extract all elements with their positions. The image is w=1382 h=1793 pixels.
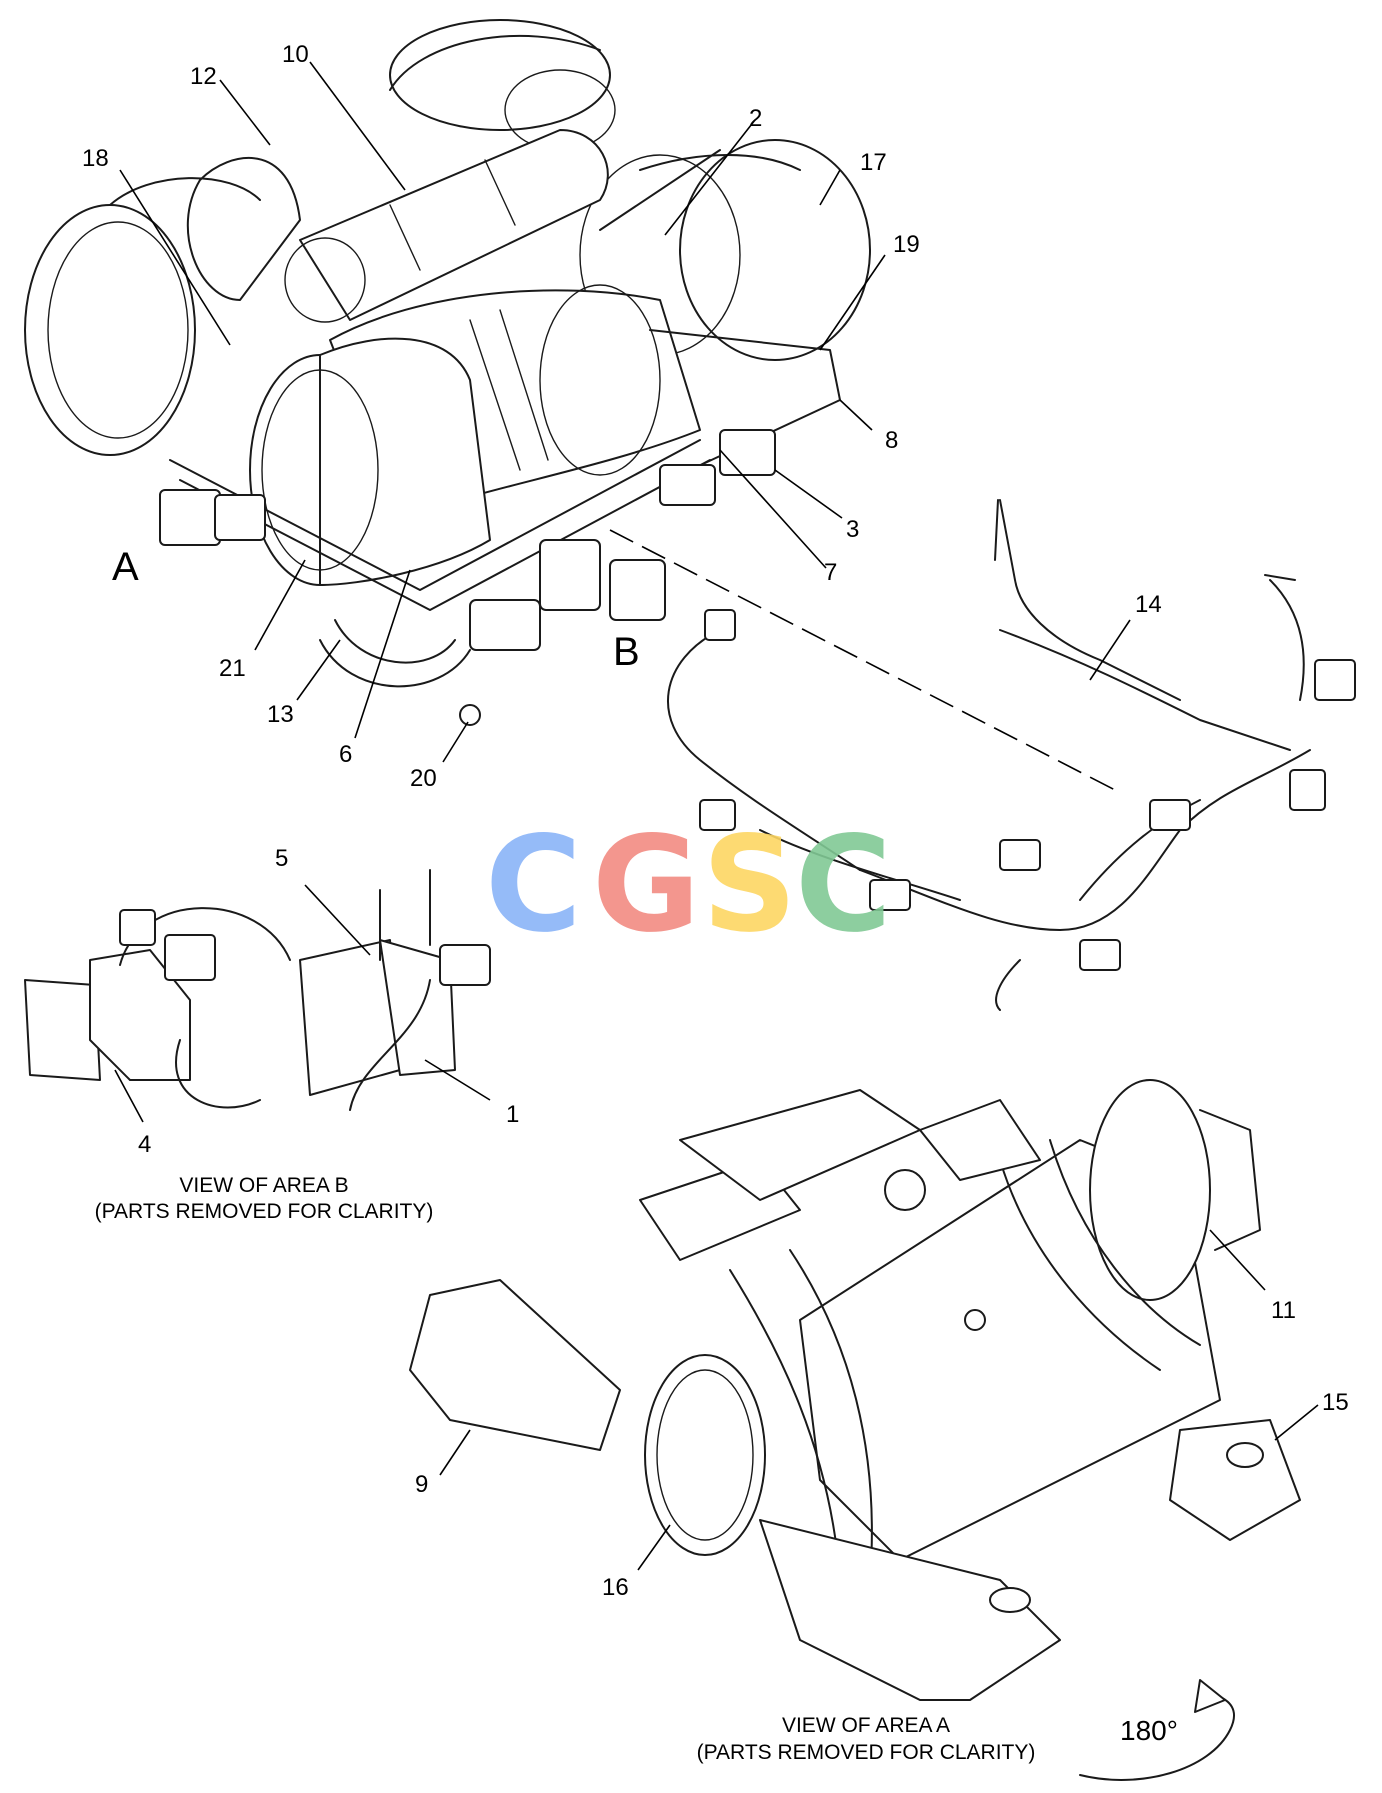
callout-5: 5 <box>275 845 288 872</box>
callout-labels: 12 10 18 2 17 19 8 3 7 14 A B 21 13 6 20… <box>82 41 1349 1601</box>
callout-11: 11 <box>1271 1297 1296 1324</box>
watermark-letter-s: S <box>702 808 797 962</box>
callout-20: 20 <box>410 765 437 792</box>
area-b-marker: B <box>613 630 640 674</box>
watermark: C G S C <box>485 808 892 962</box>
callout-17: 17 <box>860 149 887 176</box>
area-a-caption-line1: VIEW OF AREA A <box>782 1714 950 1737</box>
watermark-letter-c2: C <box>795 808 892 962</box>
wiring-harness-drawing <box>609 499 1356 1011</box>
callout-9: 9 <box>415 1471 428 1498</box>
area-b-detail-drawing <box>24 869 491 1111</box>
callout-16: 16 <box>602 1574 629 1601</box>
watermark-letter-c1: C <box>485 808 582 962</box>
watermark-letter-g: G <box>592 808 700 962</box>
callout-10: 10 <box>282 41 309 68</box>
callout-21: 21 <box>219 655 246 682</box>
callout-2: 2 <box>749 105 762 132</box>
area-b-caption-line2: (PARTS REMOVED FOR CLARITY) <box>95 1200 434 1223</box>
callout-19: 19 <box>893 231 920 258</box>
area-a-detail-drawing <box>409 1079 1301 1781</box>
captions: VIEW OF AREA B (PARTS REMOVED FOR CLARIT… <box>95 1174 1178 1764</box>
callout-13: 13 <box>267 701 294 728</box>
rotation-label: 180° <box>1120 1715 1178 1746</box>
callout-4: 4 <box>138 1131 151 1158</box>
area-a-caption-line2: (PARTS REMOVED FOR CLARITY) <box>697 1741 1036 1764</box>
callout-14: 14 <box>1135 591 1162 618</box>
main-assembly-drawing <box>24 19 871 726</box>
area-a-marker: A <box>112 545 139 589</box>
callout-6: 6 <box>339 741 352 768</box>
area-b-caption-line1: VIEW OF AREA B <box>179 1174 348 1197</box>
callout-1: 1 <box>506 1101 519 1128</box>
callout-12: 12 <box>190 63 217 90</box>
callout-3: 3 <box>846 516 859 543</box>
callout-7: 7 <box>824 559 837 586</box>
callout-18: 18 <box>82 145 109 172</box>
callout-8: 8 <box>885 427 898 454</box>
callout-15: 15 <box>1322 1389 1349 1416</box>
leader-lines <box>114 61 1319 1571</box>
